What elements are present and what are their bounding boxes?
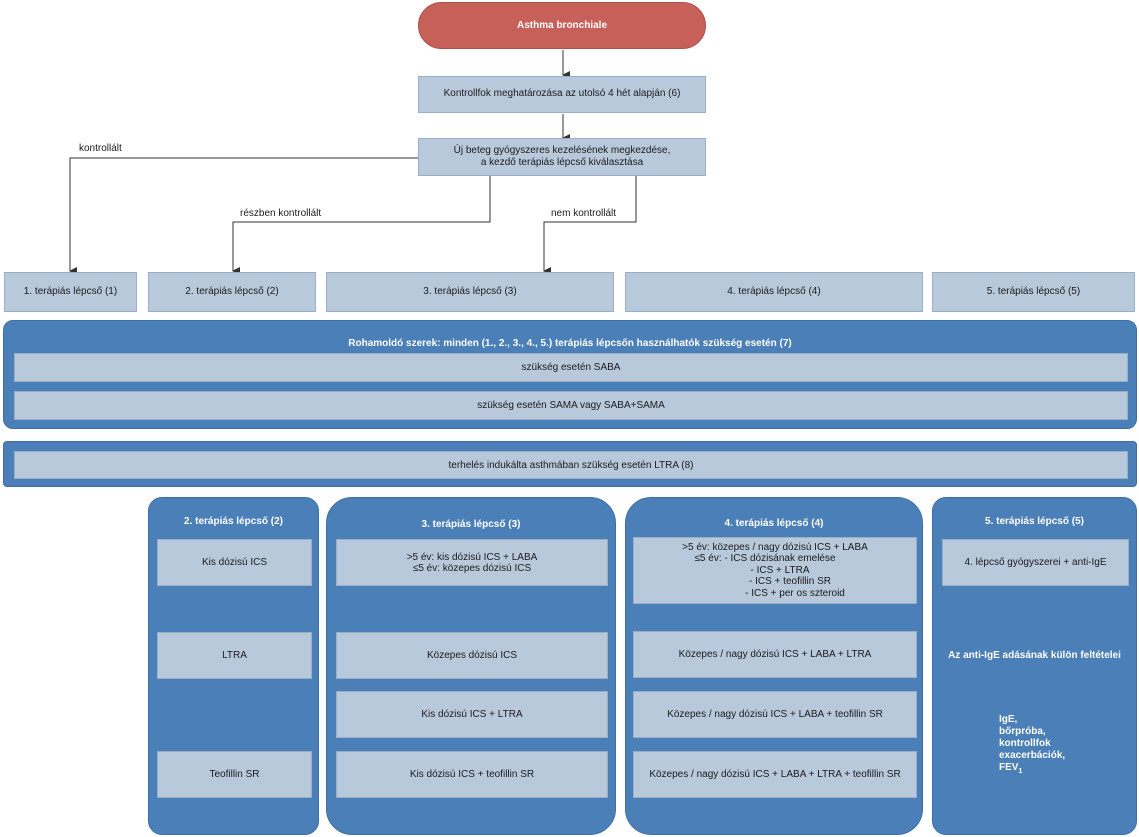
col5-item-text: 4. lépcső gyógyszerei + anti-IgE [964,557,1107,568]
label-uncontrolled: nem kontrollált [551,208,617,219]
step-1-label: 1. terápiás lépcső (1) [23,285,118,297]
start-line-2: a kezdő terápiás lépcső kiválasztása [480,157,644,168]
condition-exacerbations: exacerbációk, [999,750,1066,761]
col3-first-line-2: ≤5 év: közepes dózisú ICS [412,562,532,574]
step-5-box: 5. terápiás lépcső (5) [932,272,1135,312]
step-5-panel-title: 5. terápiás lépcső (5) [985,516,1084,527]
col5-item: 4. lépcső gyógyszerei + anti-IgE [942,539,1129,586]
rescue-sama-text: szükség esetén SAMA vagy SABA+SAMA [477,400,665,411]
start-line-1: Új beteg gyógyszeres kezelésének megkezd… [453,144,671,156]
step-4-label: 4. terápiás lépcső (4) [727,285,821,297]
title-oval: Asthma bronchiale [418,2,706,49]
step-3-panel-title: 3. terápiás lépcső (3) [421,519,521,530]
label-controlled: kontrollált [79,143,122,154]
condition-skin-test: bőrpróba, [999,726,1046,737]
ltra-bar-text: terhelés indukálta asthmában szükség ese… [448,459,694,471]
col4-item-3: Közepes / nagy dózisú ICS + LABA + teofi… [633,691,917,738]
col3-item-3-text: Kis dózisú ICS + LTRA [421,709,523,720]
arrow-uncontrolled [543,176,637,275]
col3-item-2: Közepes dózisú ICS [336,632,608,679]
step-3-label: 3. terápiás lépcső (3) [423,285,517,297]
col4-item-4: Közepes / nagy dózisú ICS + LABA + LTRA … [633,751,917,798]
anti-ige-conditions: IgE, bőrpróba, kontrollfok exacerbációk,… [999,714,1065,776]
col3-item-4-text: Kis dózisú ICS + teofillin SR [409,769,535,780]
col4-item-4-text: Közepes / nagy dózisú ICS + LABA + LTRA … [649,769,901,780]
step-2-box: 2. terápiás lépcső (2) [148,272,316,312]
step-5-label: 5. terápiás lépcső (5) [986,285,1081,297]
ltra-panel: terhelés indukálta asthmában szükség ese… [3,441,1137,487]
step-2-label: 2. terápiás lépcső (2) [185,285,279,297]
fev-text: FEV [999,762,1019,773]
step-4-panel: 4. terápiás lépcső (4) >5 év: közepes / … [625,497,923,835]
label-partly-controlled: részben kontrollált [240,208,322,219]
col3-item-2-text: Közepes dózisú ICS [426,650,518,661]
condition-fev1: FEV1 [999,762,1065,776]
col3-item-3: Kis dózisú ICS + LTRA [336,691,608,738]
rescue-saba: szükség esetén SABA [14,353,1128,382]
col4-item-2-text: Közepes / nagy dózisú ICS + LABA + LTRA [678,649,872,660]
col4-first-line-5: - ICS + per os szteroid [745,587,845,599]
rescue-sama: szükség esetén SAMA vagy SABA+SAMA [14,391,1128,420]
arrow-controlled [69,157,418,275]
rescue-saba-text: szükség esetén SABA [521,362,621,373]
step-5-panel: 5. terápiás lépcső (5) 4. lépcső gyógysz… [932,497,1137,835]
col3-item-first: >5 év: kis dózisú ICS + LABA ≤5 év: köze… [336,539,608,586]
col3-first-line-1: >5 év: kis dózisú ICS + LABA [406,551,538,563]
control-level-box: Kontrollfok meghatározása az utolsó 4 hé… [418,76,706,113]
anti-ige-condition-title: Az anti-IgE adásának külön feltételei [948,650,1121,661]
col4-first-line-4: - ICS + teofillin SR [749,576,831,588]
col4-first-line-2: ≤5 év: - ICS dózisának emelése [694,553,836,565]
ltra-bar: terhelés indukálta asthmában szükség ese… [14,451,1128,479]
col4-item-first: >5 év: közepes / nagy dózisú ICS + LABA … [633,537,917,604]
condition-control-level: kontrollfok [999,738,1051,749]
title-text: Asthma bronchiale [516,20,608,31]
rescue-panel: Rohamoldó szerek: minden (1., 2., 3., 4.… [3,320,1137,429]
condition-ige: IgE, [999,714,1018,725]
col4-item-2: Közepes / nagy dózisú ICS + LABA + LTRA [633,631,917,678]
col4-first-line-3: - ICS + LTRA [750,564,810,576]
col4-first-line-1: >5 év: közepes / nagy dózisú ICS + LABA [682,541,868,553]
step-4-panel-title: 4. terápiás lépcső (4) [724,518,824,529]
step-3-box: 3. terápiás lépcső (3) [326,272,614,312]
col2-item-1-text: Kis dózisú ICS [201,557,268,568]
start-therapy-box: Új beteg gyógyszeres kezelésének megkezd… [418,138,706,176]
rescue-title: Rohamoldó szerek: minden (1., 2., 3., 4.… [348,338,792,349]
col4-item-3-text: Közepes / nagy dózisú ICS + LABA + teofi… [667,709,883,720]
col2-item-1: Kis dózisú ICS [157,539,312,586]
fev-subscript: 1 [1018,768,1023,775]
control-level-text: Kontrollfok meghatározása az utolsó 4 hé… [443,88,681,100]
col2-item-3-text: Teofillin SR [209,769,260,780]
step-2-panel-title: 2. terápiás lépcső (2) [184,516,283,527]
step-3-panel: 3. terápiás lépcső (3) >5 év: kis dózisú… [326,497,616,835]
col3-item-4: Kis dózisú ICS + teofillin SR [336,751,608,798]
col2-item-2-text: LTRA [222,650,247,661]
step-2-panel: 2. terápiás lépcső (2) Kis dózisú ICS LT… [148,497,319,835]
col2-item-2: LTRA [157,632,312,679]
arrow-partly [232,176,491,275]
step-1-box: 1. terápiás lépcső (1) [4,272,137,312]
col2-item-3: Teofillin SR [157,751,312,798]
step-4-box: 4. terápiás lépcső (4) [625,272,923,312]
